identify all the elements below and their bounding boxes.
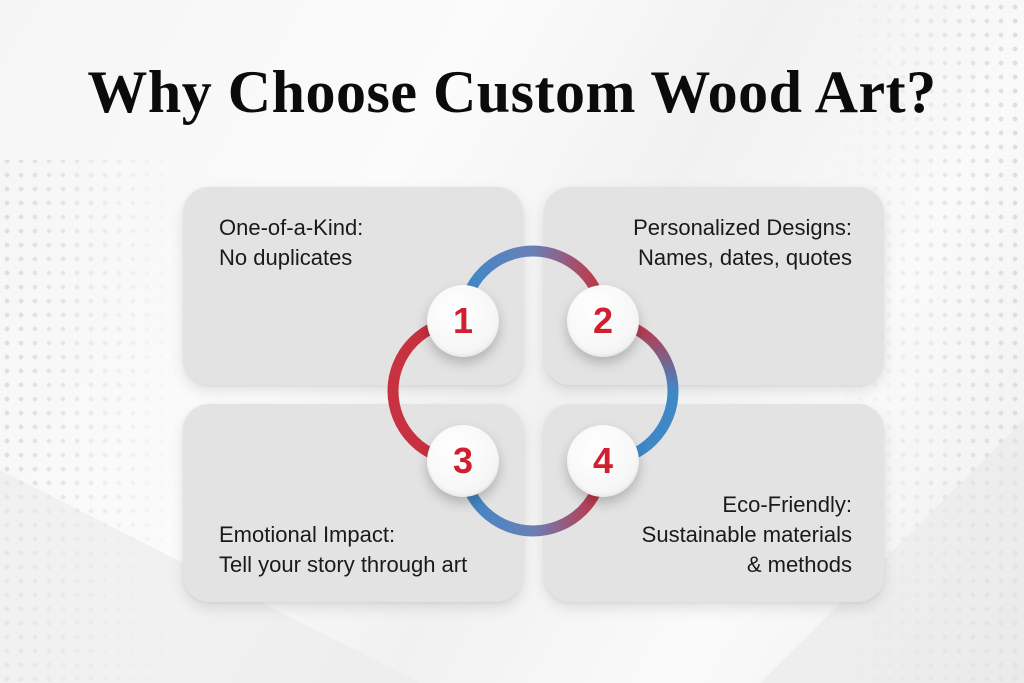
card-text: Eco-Friendly: Sustainable materials & me…: [642, 490, 852, 580]
card-heading: Emotional Impact:: [219, 522, 396, 547]
card-emotional-impact: Emotional Impact: Tell your story throug…: [183, 404, 523, 602]
card-line: No duplicates: [219, 245, 353, 270]
card-line: Tell your story through art: [219, 552, 468, 577]
card-text: One-of-a-Kind: No duplicates: [219, 213, 363, 273]
page-title: Why Choose Custom Wood Art?: [87, 59, 937, 125]
number-badge-1: 1: [427, 285, 499, 357]
card-line: & methods: [746, 552, 852, 577]
number-badge-3: 3: [427, 425, 499, 497]
card-text: Emotional Impact: Tell your story throug…: [219, 520, 467, 580]
card-heading: Personalized Designs:: [633, 215, 852, 240]
card-line: Names, dates, quotes: [637, 245, 852, 270]
card-line: Sustainable materials: [641, 522, 852, 547]
number-badge-2: 2: [567, 285, 639, 357]
card-heading: One-of-a-Kind:: [219, 215, 364, 240]
number-badge-4: 4: [567, 425, 639, 497]
card-heading: Eco-Friendly:: [722, 492, 852, 517]
card-text: Personalized Designs: Names, dates, quot…: [633, 213, 852, 273]
